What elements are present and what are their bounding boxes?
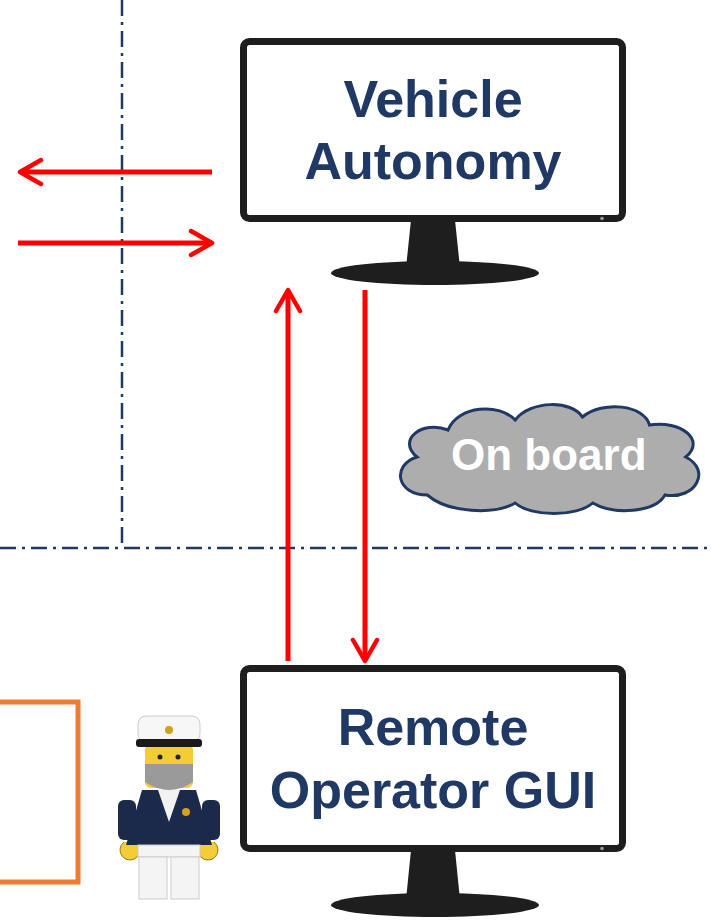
monitor-neck <box>406 220 460 268</box>
figure-leg <box>139 857 167 899</box>
figure-arm <box>202 800 220 840</box>
power-light <box>600 847 604 851</box>
figure-cap-brim <box>136 739 202 747</box>
cloud-shape <box>386 395 712 515</box>
monitor-screen <box>244 669 623 849</box>
power-light <box>600 217 604 221</box>
cloud-node: On board <box>386 395 712 515</box>
data-link-arrow <box>363 290 368 661</box>
figure-leg <box>171 857 199 899</box>
signal-arrow <box>20 170 212 175</box>
captain-figure <box>118 716 220 899</box>
monitor-base <box>331 261 539 285</box>
cloud-outline <box>400 405 698 514</box>
monitor-shape <box>240 665 626 918</box>
figure-jacket <box>126 790 212 845</box>
boundary-line <box>121 0 124 548</box>
figure-eye <box>176 755 181 760</box>
monitor-base <box>331 893 539 917</box>
node-body: Vehicle Autonomy <box>240 38 626 222</box>
monitor-label: Vehicle Autonomy <box>257 68 609 193</box>
monitor-node: Vehicle Autonomy <box>240 38 626 286</box>
monitor-node: Remote Operator GUI <box>240 665 626 918</box>
figure-cap-emblem <box>165 726 173 734</box>
cloud-label: On board <box>451 430 647 481</box>
figure-arm <box>118 800 136 840</box>
monitor-screen <box>244 42 623 219</box>
node-body: On board <box>386 395 712 515</box>
figure-hips <box>138 845 200 857</box>
figure-badge <box>182 808 190 816</box>
partial-box <box>0 702 78 882</box>
signal-arrow <box>18 241 212 246</box>
figure-eye <box>158 755 163 760</box>
monitor-neck <box>406 850 460 900</box>
node-body: Remote Operator GUI <box>240 665 626 852</box>
figure-cap <box>138 716 200 742</box>
monitor-shape <box>240 38 626 286</box>
monitor-label: Remote Operator GUI <box>257 696 609 821</box>
figure-beard <box>145 764 193 790</box>
data-link-arrow <box>286 290 291 661</box>
figure-shirt <box>158 790 180 822</box>
boundary-line <box>0 547 712 550</box>
